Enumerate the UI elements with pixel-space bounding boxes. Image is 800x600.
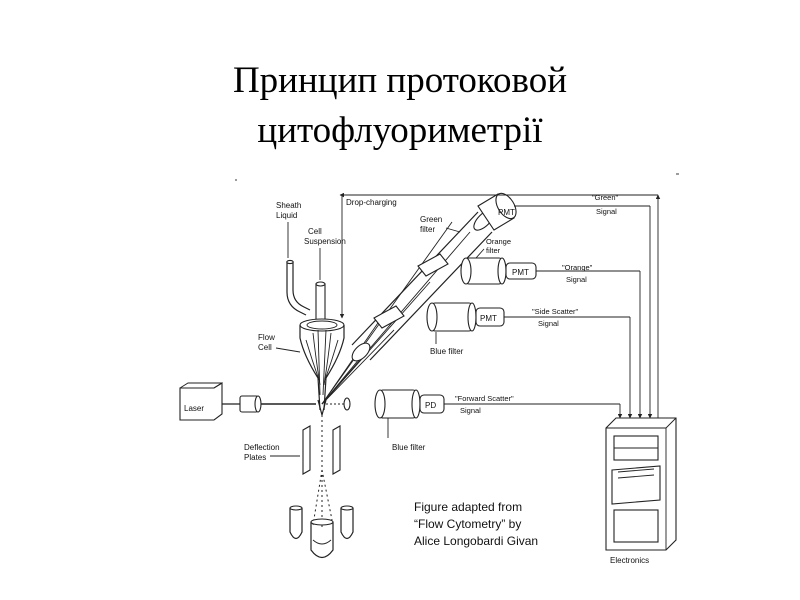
orange-pmt: PMT bbox=[460, 257, 537, 285]
label-side-scatter-signal-1: "Side Scatter" bbox=[532, 307, 579, 316]
label-forward-scatter-signal-2: Signal bbox=[460, 406, 481, 415]
dichroic-mirror-2 bbox=[417, 253, 449, 277]
side-scatter-pmt: PMT bbox=[426, 302, 505, 332]
label-drop-charging: Drop-charging bbox=[346, 198, 397, 207]
label-green-filter-2: filter bbox=[420, 225, 435, 234]
label-laser: Laser bbox=[184, 404, 204, 413]
label-deflection-plates-2: Plates bbox=[244, 453, 266, 462]
label-flow-cell-2: Cell bbox=[258, 343, 272, 352]
credit-line-2: “Flow Cytometry” by bbox=[414, 517, 521, 531]
pd-label: PD bbox=[425, 401, 436, 410]
label-cell-suspension-1: Cell bbox=[308, 227, 322, 236]
forward-scatter-detector: PD bbox=[343, 389, 445, 419]
label-electronics: Electronics bbox=[610, 556, 649, 565]
collection-tubes bbox=[289, 505, 354, 559]
label-green-filter-1: Green bbox=[420, 215, 442, 224]
label-deflection-plates-1: Deflection bbox=[244, 443, 280, 452]
label-sheath-liquid-2: Liquid bbox=[276, 211, 297, 220]
label-green-signal-1: "Green" bbox=[592, 193, 619, 202]
green-pmt: PMT bbox=[477, 192, 517, 231]
signal-wires bbox=[339, 192, 661, 419]
label-forward-scatter-signal-1: "Forward Scatter" bbox=[455, 394, 514, 403]
dichroic-mirror-1 bbox=[373, 305, 405, 329]
sheath-tube bbox=[286, 262, 307, 316]
pmt-label-orange: PMT bbox=[512, 268, 529, 277]
pmt-label-green: PMT bbox=[498, 208, 515, 217]
label-green-signal-2: Signal bbox=[596, 207, 617, 216]
slide-title-line-2: цитофлуориметрії bbox=[257, 110, 543, 151]
laser bbox=[179, 382, 346, 421]
label-blue-filter-1: Blue filter bbox=[430, 347, 464, 356]
credit-line-1: Figure adapted from bbox=[414, 500, 522, 514]
label-orange-signal-1: "Orange" bbox=[562, 263, 593, 272]
label-orange-filter-1: Orange bbox=[486, 237, 511, 246]
electronics-unit bbox=[605, 417, 677, 551]
label-orange-filter-2: filter bbox=[486, 246, 501, 255]
droplet-stream bbox=[312, 415, 333, 530]
label-side-scatter-signal-2: Signal bbox=[538, 319, 559, 328]
flow-cell bbox=[286, 259, 345, 418]
label-blue-filter-2: Blue filter bbox=[392, 443, 426, 452]
label-orange-signal-2: Signal bbox=[566, 275, 587, 284]
deflection-plates bbox=[302, 425, 341, 475]
slide-title-line-1: Принцип протоковой bbox=[232, 60, 568, 101]
credit-line-3: Alice Longobardi Givan bbox=[414, 534, 538, 548]
label-flow-cell-1: Flow bbox=[258, 333, 275, 342]
label-cell-suspension-2: Suspension bbox=[304, 237, 346, 246]
pmt-label-side-scatter: PMT bbox=[480, 314, 497, 323]
label-sheath-liquid-1: Sheath bbox=[276, 201, 301, 210]
slide-title: Принцип протоковой цитофлуориметрії bbox=[0, 56, 800, 156]
